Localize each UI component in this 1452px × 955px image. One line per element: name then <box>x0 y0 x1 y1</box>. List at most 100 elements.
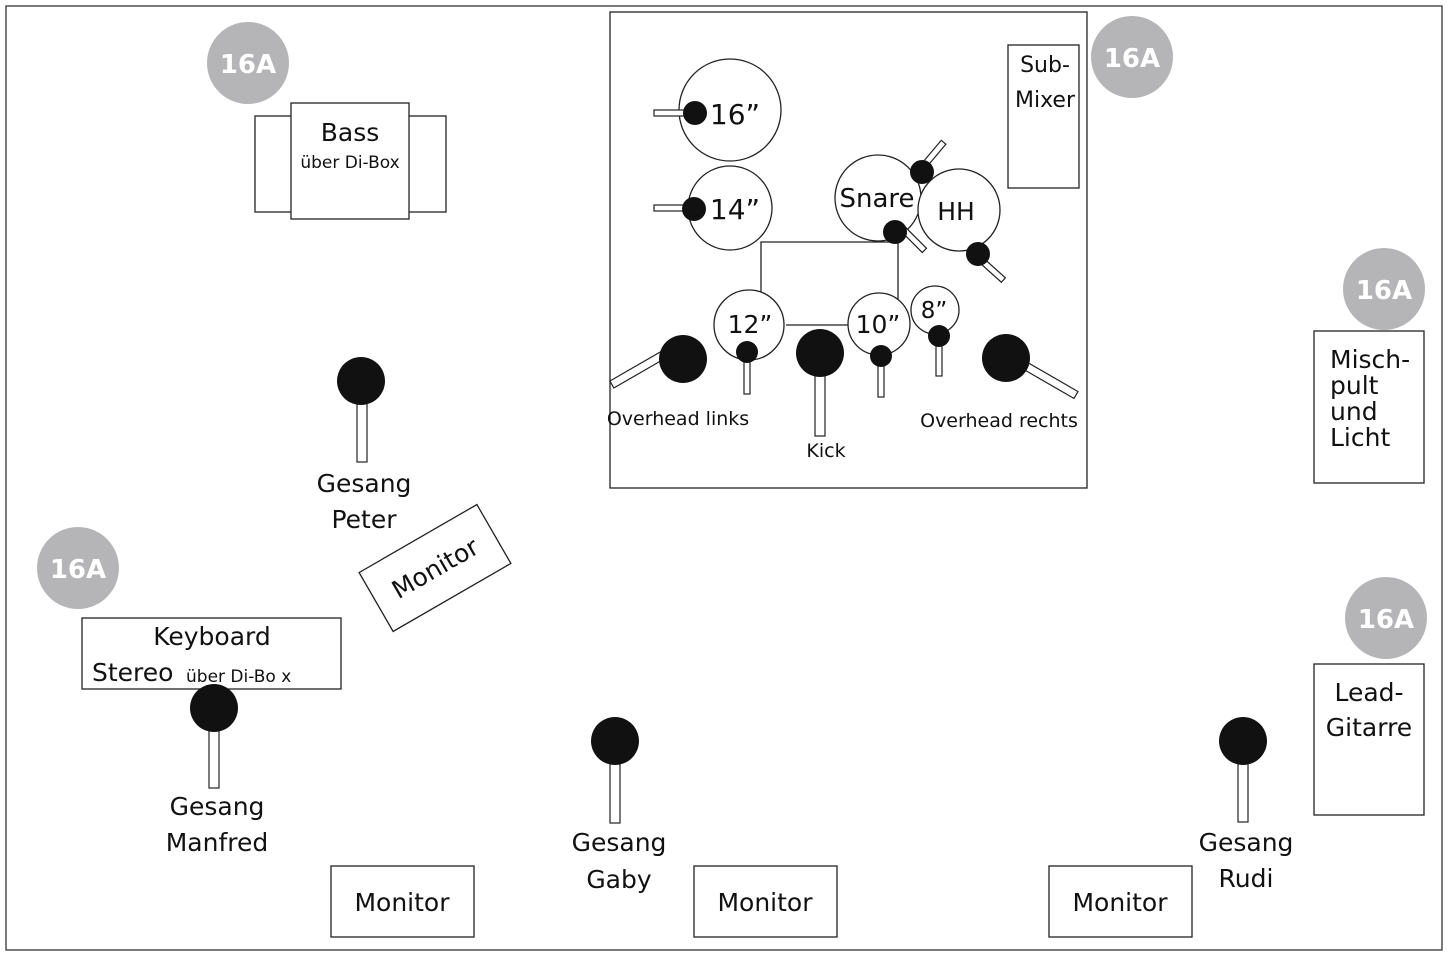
keyboard-line2-main: Stereo <box>92 658 173 687</box>
power-outlet-bass: 16A <box>207 22 289 104</box>
keyboard-title: Keyboard <box>153 622 271 651</box>
hihat: HH <box>910 139 1007 284</box>
power-badge-circle <box>37 527 119 609</box>
tom-12: 12” <box>713 289 785 395</box>
mic-icon <box>736 341 758 363</box>
mic-icon <box>337 357 385 405</box>
kick-label: Kick <box>806 440 845 462</box>
tom-10: 10” <box>847 292 911 398</box>
overhead-left-label: Overhead links <box>607 408 749 430</box>
bass-amp: Bass über Di-Box <box>254 102 447 220</box>
mic-icon <box>870 345 892 367</box>
bass-title: Bass <box>321 118 380 147</box>
power-badge-circle <box>1343 248 1425 330</box>
power-badge-circle <box>1345 577 1427 659</box>
mixing-desk-line1: Misch- <box>1330 345 1410 374</box>
vocal-rudi-line1: Gesang <box>1199 828 1294 857</box>
power-badge-circle <box>1091 16 1173 98</box>
monitor-label: Monitor <box>717 888 813 917</box>
sub-mixer: Sub- Mixer <box>1007 44 1080 189</box>
mic-stand <box>609 760 621 824</box>
vocal-mic-rudi: Gesang Rudi <box>1199 717 1294 893</box>
mic-icon <box>928 325 950 347</box>
mic-icon <box>591 717 639 765</box>
power-label: 16A <box>1104 44 1160 74</box>
stage-border <box>5 5 1443 951</box>
hihat-cymbal <box>917 168 1001 252</box>
lead-guitar-box <box>1313 663 1425 816</box>
tom-10-label: 10” <box>856 310 901 339</box>
mixing-desk-line3: und <box>1330 397 1378 426</box>
vocal-peter-line2: Peter <box>331 505 397 534</box>
overhead-right: Overhead rechts <box>920 334 1079 432</box>
keyboard-line2-sub: über Di-Bo x <box>186 667 291 687</box>
vocal-gaby-line1: Gesang <box>572 828 667 857</box>
keyboard-box <box>81 617 342 690</box>
tom-16-label: 16” <box>710 98 760 131</box>
snare: Snare <box>834 154 928 254</box>
mic-stand <box>814 371 826 437</box>
mic-icon <box>966 242 990 266</box>
lead-guitar-line1: Lead- <box>1334 678 1403 707</box>
vocal-mic-manfred: Gesang Manfred <box>166 684 269 857</box>
bass-subtitle: über Di-Box <box>300 153 399 173</box>
vocal-manfred-line1: Gesang <box>170 792 265 821</box>
power-label: 16A <box>1358 605 1414 635</box>
tom-12-label: 12” <box>728 310 773 339</box>
vocal-peter-line1: Gesang <box>317 469 412 498</box>
mic-icon <box>659 335 707 383</box>
power-outlet-lead: 16A <box>1345 577 1427 659</box>
vocal-rudi-line2: Rudi <box>1219 864 1274 893</box>
overhead-left: Overhead links <box>607 335 749 430</box>
vocal-gaby-line2: Gaby <box>586 865 652 894</box>
monitor-box <box>693 865 838 938</box>
drum-riser: Sub- Mixer 16” 14” Snare <box>607 11 1088 489</box>
tom-rack-line <box>760 241 899 318</box>
mic-icon <box>683 101 707 125</box>
sub-mixer-box <box>1007 44 1080 189</box>
monitor-box <box>358 503 512 633</box>
mic-stand <box>208 727 220 789</box>
keyboard: Keyboard Stereo über Di-Bo x <box>81 617 342 690</box>
vocal-mic-peter: Gesang Peter <box>317 357 412 534</box>
monitor-manfred: Monitor <box>330 865 475 938</box>
tom-14: 14” <box>653 165 773 251</box>
monitor-label: Monitor <box>1072 888 1168 917</box>
power-label: 16A <box>1356 276 1412 306</box>
power-outlet-mixer: 16A <box>1343 248 1425 330</box>
power-label: 16A <box>50 555 106 585</box>
mic-stand <box>356 399 368 463</box>
mic-icon <box>682 197 706 221</box>
tom-8: 8” <box>910 285 960 377</box>
mic-icon <box>982 334 1030 382</box>
power-outlet-drums: 16A <box>1091 16 1173 98</box>
tom-14-label: 14” <box>710 193 760 226</box>
monitor-box <box>1048 865 1193 938</box>
power-badge-circle <box>207 22 289 104</box>
monitor-label: Monitor <box>354 888 450 917</box>
mic-icon <box>883 220 907 244</box>
vocal-manfred-line2: Manfred <box>166 828 269 857</box>
power-label: 16A <box>220 50 276 80</box>
bass-amp-head <box>290 102 410 220</box>
mic-stand <box>1237 759 1249 823</box>
monitor-box <box>330 865 475 938</box>
overhead-right-label: Overhead rechts <box>920 410 1078 432</box>
monitor-rudi: Monitor <box>1048 865 1193 938</box>
mic-icon <box>910 160 934 184</box>
mixing-desk-box <box>1313 330 1425 484</box>
sub-mixer-line1: Sub- <box>1020 53 1070 78</box>
mixing-desk-line2: pult <box>1330 371 1379 400</box>
mic-icon <box>190 684 238 732</box>
power-outlet-keyboard: 16A <box>37 527 119 609</box>
tom-16: 16” <box>653 58 782 162</box>
snare-label: Snare <box>839 184 914 214</box>
tom-8-label: 8” <box>921 298 948 324</box>
mixing-desk: Misch- pult und Licht <box>1313 330 1425 484</box>
mic-icon <box>796 329 844 377</box>
lead-guitar-line2: Gitarre <box>1326 713 1412 742</box>
vocal-mic-gaby: Gesang Gaby <box>572 717 667 894</box>
lead-guitar-amp: Lead- Gitarre <box>1313 663 1425 816</box>
monitor-gaby: Monitor <box>693 865 838 938</box>
